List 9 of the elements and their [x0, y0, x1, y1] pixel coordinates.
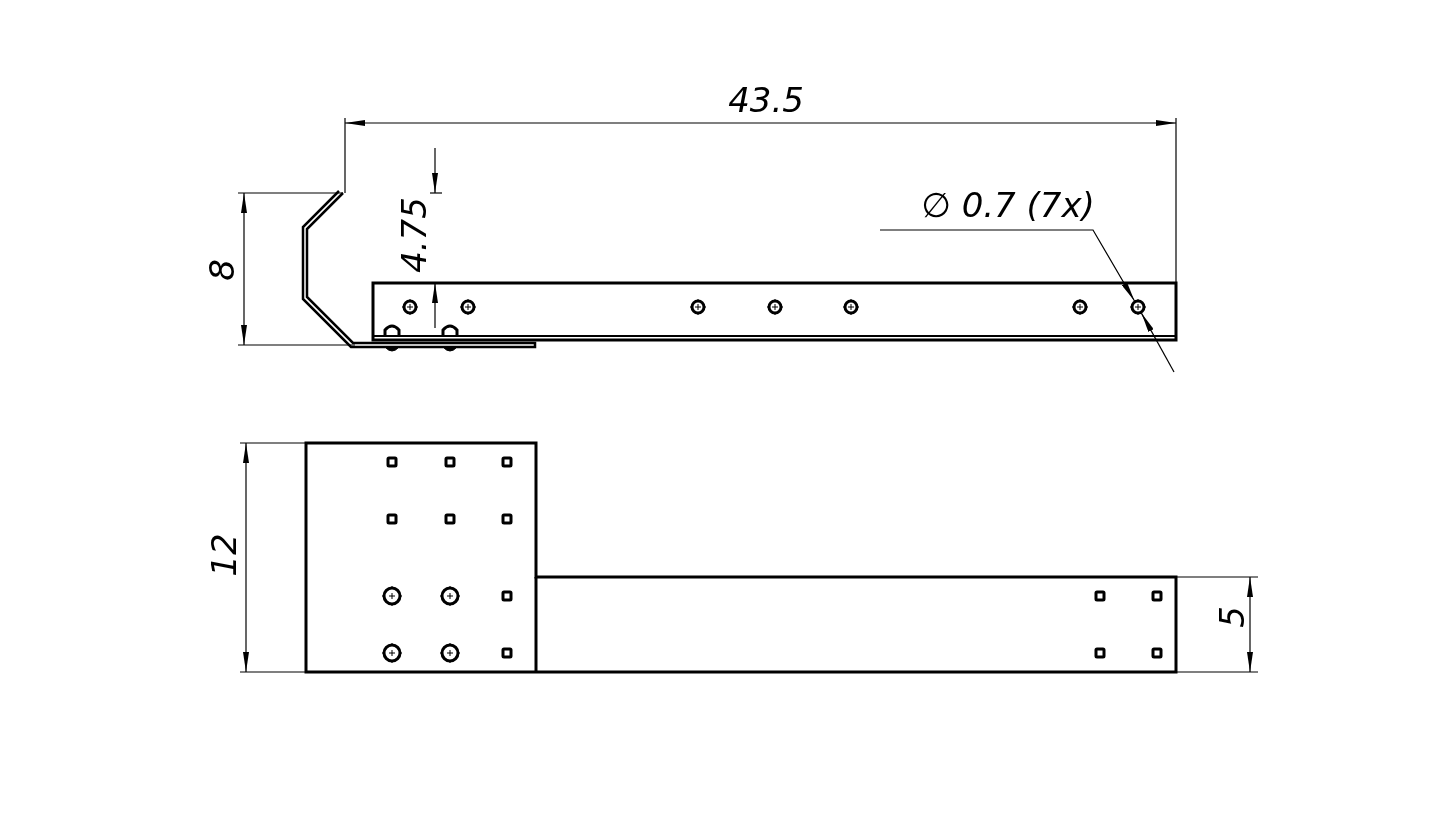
leader-line	[879, 229, 1136, 302]
hole	[1129, 298, 1147, 316]
dimension-text: ∅ 0.7 (7x)	[921, 186, 1095, 224]
dimension-text: 4.75	[395, 197, 433, 273]
leader-line	[1140, 312, 1175, 373]
dimension-text: 8	[203, 259, 241, 281]
dimension-text: 5	[1213, 606, 1251, 628]
dimension-text: 43.5	[728, 81, 804, 119]
dimension-text: 12	[205, 533, 243, 577]
